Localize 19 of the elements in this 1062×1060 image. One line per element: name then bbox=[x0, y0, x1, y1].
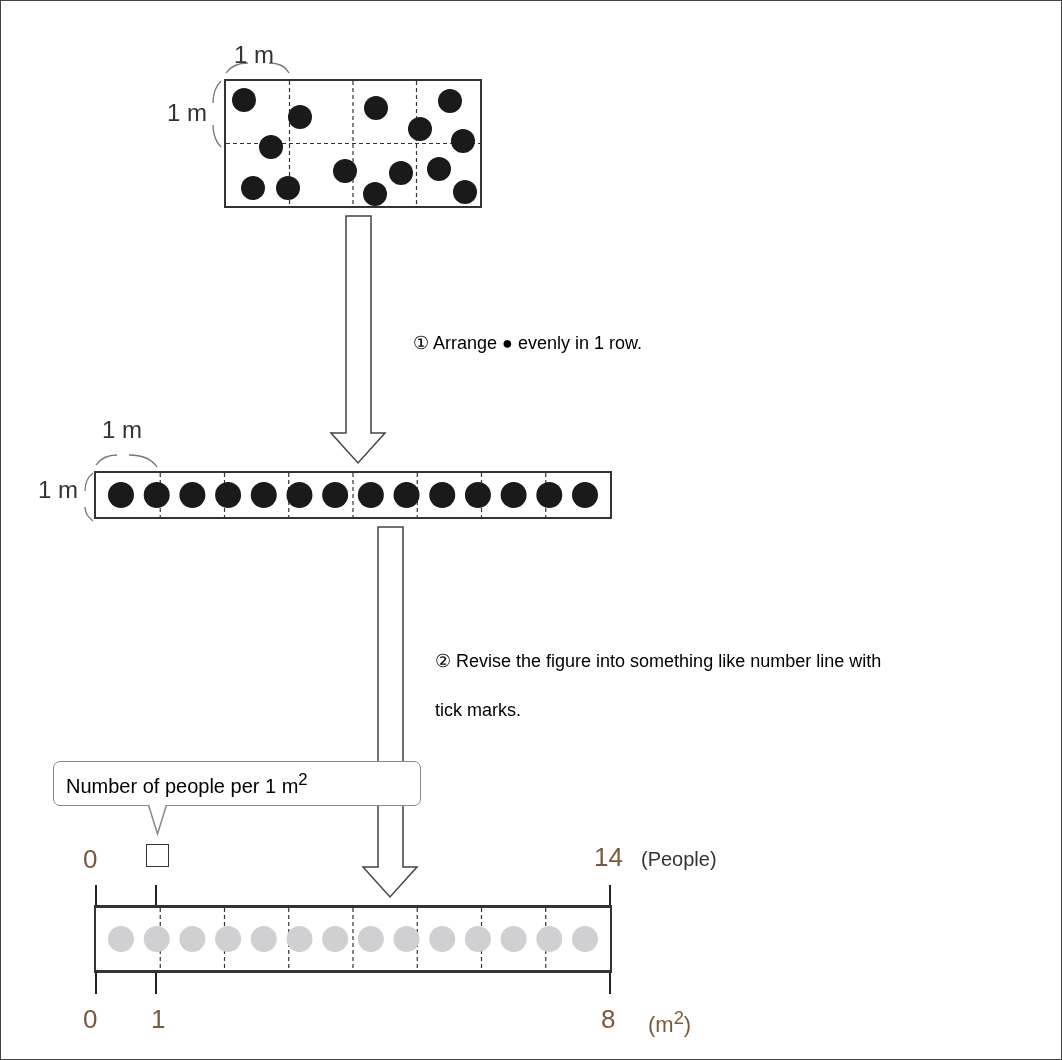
unit-label: (m$^{2}$) bbox=[648, 1009, 692, 1037]
bubble-pointer bbox=[147, 804, 168, 837]
axis-number: 1 bbox=[151, 1006, 166, 1032]
callout-text: Number of people per 1 m$^{2}$ bbox=[66, 769, 308, 798]
hollow-arrow bbox=[329, 215, 387, 465]
unit-label: (People) bbox=[641, 849, 717, 869]
axis-number: 0 bbox=[83, 846, 98, 872]
axis-number: 14 bbox=[594, 844, 623, 870]
dimension-label: 1 m bbox=[102, 418, 142, 442]
axis-number: 0 bbox=[83, 1006, 98, 1032]
axis-number: 8 bbox=[601, 1006, 616, 1032]
edge-label: ② Revise the figure into something like number line with tick marks. bbox=[435, 650, 883, 722]
dimension-label: 1 m bbox=[234, 43, 274, 67]
dimension-label: 1 m bbox=[167, 101, 207, 125]
dimension-label: 1 m bbox=[38, 478, 78, 502]
answer-box bbox=[146, 844, 169, 867]
hollow-arrow bbox=[361, 526, 419, 899]
speech-bubble bbox=[53, 761, 421, 806]
edge-label: ① Arrange ● evenly in 1 row. bbox=[413, 332, 643, 355]
